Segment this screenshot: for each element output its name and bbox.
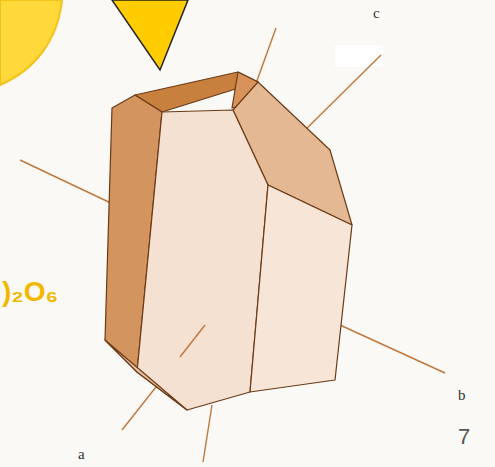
- blank-box: [335, 45, 383, 67]
- crystal-axes-front: [180, 325, 205, 357]
- bubble-fragment: [0, 0, 62, 85]
- axis-label: b: [458, 388, 466, 403]
- crystal: [105, 72, 352, 410]
- axis-label: c: [373, 6, 380, 21]
- axis-label: a: [78, 447, 85, 462]
- formula-fragment: )₂O₆: [2, 278, 58, 306]
- callout-pointer: [112, 0, 188, 70]
- page-number: 7: [458, 426, 470, 448]
- crystal-axes: [20, 28, 445, 462]
